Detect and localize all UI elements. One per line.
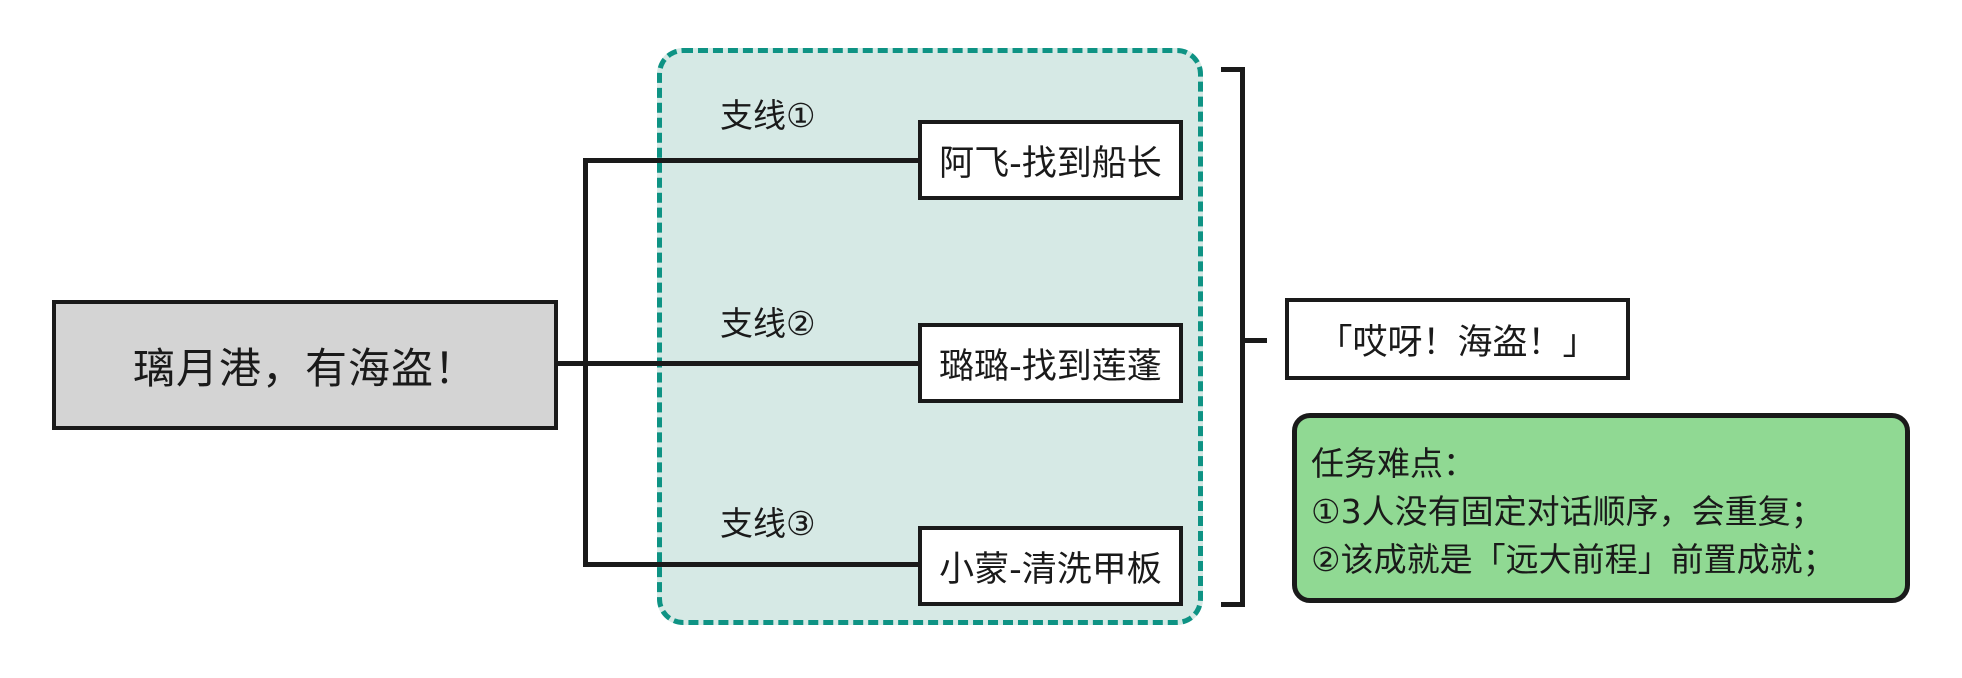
task-node-1: 阿飞-找到船长 [918, 120, 1183, 200]
task-node-3: 小蒙-清洗甲板 [918, 526, 1183, 606]
bracket-vertical-line [1240, 67, 1245, 607]
branch2-line [586, 361, 920, 366]
task-node-1-label: 阿飞-找到船长 [939, 143, 1162, 184]
notes-item-2: ②该成就是「远大前程」前置成就； [1311, 540, 1836, 579]
branch1-label: 支线① [720, 96, 816, 135]
notes-item-1: ①3人没有固定对话顺序，会重复； [1311, 492, 1824, 531]
task-node-2-label: 璐璐-找到莲蓬 [939, 346, 1162, 387]
outcome-node-label: 「哎呀！海盗！」 [1317, 322, 1598, 363]
branch1-line [586, 158, 918, 163]
bracket-top-arm [1221, 67, 1245, 72]
task-node-2: 璐璐-找到莲蓬 [918, 323, 1183, 403]
notes-title: 任务难点： [1311, 444, 1476, 483]
branch3-label: 支线③ [720, 504, 816, 543]
notes-box: 任务难点： ①3人没有固定对话顺序，会重复； ②该成就是「远大前程」前置成就； [1292, 413, 1910, 603]
root-node-label: 璃月港，有海盗！ [132, 343, 477, 393]
branch3-line [586, 562, 918, 567]
bracket-middle-tick [1245, 338, 1267, 343]
bracket-bottom-arm [1221, 602, 1245, 607]
root-stub-line [558, 361, 585, 366]
outcome-node: 「哎呀！海盗！」 [1285, 298, 1630, 380]
trunk-line [583, 158, 588, 567]
branch2-label: 支线② [720, 304, 816, 343]
root-node: 璃月港，有海盗！ [52, 300, 558, 430]
task-node-3-label: 小蒙-清洗甲板 [939, 549, 1162, 590]
